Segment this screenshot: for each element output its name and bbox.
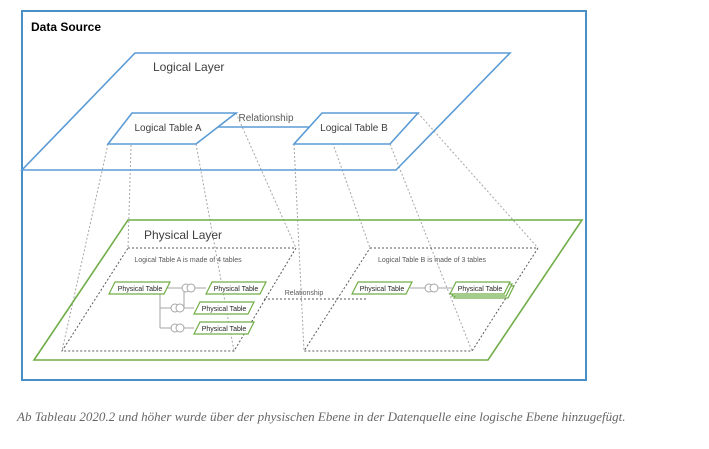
data-source-title: Data Source [31, 20, 101, 34]
physical-group-b [303, 247, 539, 352]
physical-table-label: Physical Table [360, 286, 405, 293]
logical-table-b-label: Logical Table B [320, 123, 388, 134]
join-icon [429, 283, 439, 293]
logical-relationship-label: Relationship [238, 113, 293, 124]
physical-layer-plane [32, 219, 584, 361]
group-a-caption: Logical Table A is made of 4 tables [134, 257, 242, 264]
physical-table-label: Physical Table [202, 326, 247, 333]
physical-relationship-label: Relationship [285, 290, 324, 297]
physical-group-a [61, 247, 297, 352]
logical-table-a [106, 112, 239, 145]
projection-lines [61, 112, 539, 352]
join-icons-b [424, 283, 439, 293]
join-icon [186, 283, 196, 293]
physical-table: Physical Table [108, 281, 171, 295]
physical-table-label: Physical Table [118, 286, 163, 293]
join-icon [175, 323, 185, 333]
physical-table-label: Physical Table [202, 306, 247, 313]
physical-layer-label: Physical Layer [144, 228, 222, 242]
logical-layer-plane [20, 52, 512, 171]
join-icon [175, 303, 185, 313]
logical-table-b [292, 112, 420, 145]
physical-table: Physical Table [193, 321, 255, 335]
physical-table-label: Physical Table [458, 286, 503, 293]
group-b-caption: Logical Table B is made of 3 tables [378, 257, 487, 264]
figure-caption: Ab Tableau 2020.2 und höher wurde über d… [17, 409, 626, 424]
physical-table: Physical Table [205, 281, 267, 295]
physical-table-label: Physical Table [214, 286, 259, 293]
join-icons-a [170, 283, 196, 333]
physical-table: Physical Table [193, 301, 255, 315]
logical-table-a-label: Logical Table A [134, 123, 201, 134]
logical-layer-label: Logical Layer [153, 60, 224, 74]
physical-table: Physical Table [351, 281, 413, 295]
physical-table-stack: Physical Table [449, 281, 515, 299]
